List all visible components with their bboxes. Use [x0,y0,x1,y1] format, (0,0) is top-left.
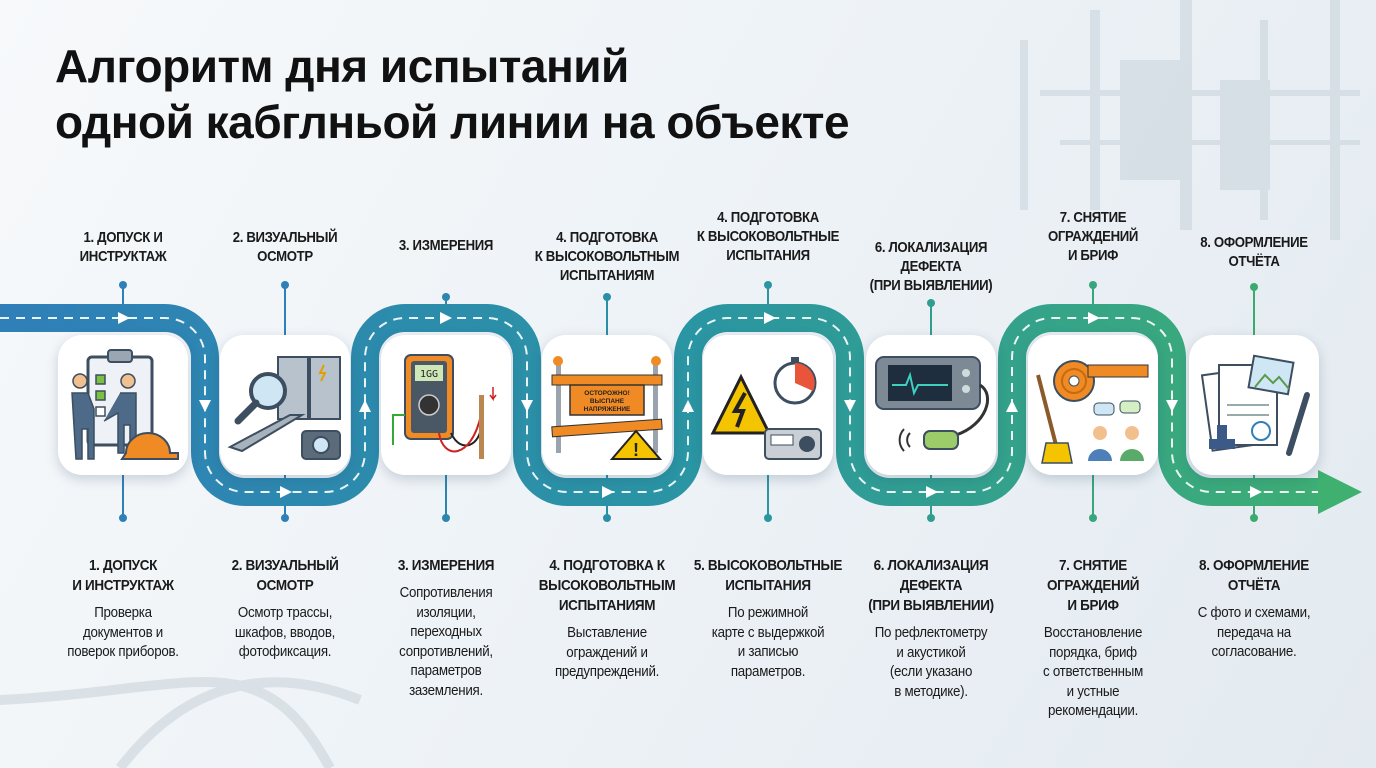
step-top-label: 7. СНЯТИЕ ОГРАЖДЕНИЙ И БРИФ [1047,209,1139,264]
step-description: Осмотр трассы, шкафов, вводов, фотофикса… [234,605,336,660]
bottom-connector-dot [442,514,450,522]
multimeter-display: 1GG [420,369,438,380]
direction-arrow-icon [280,486,292,498]
step-top-label: 4. ПОДГОТОВКА К ВЫСОКОВОЛЬТНЫЕ ИСПЫТАНИЯ [696,209,840,264]
direction-arrow-icon [926,486,938,498]
top-connector-dot [1250,283,1258,291]
step-description-block: 6. ЛОКАЛИЗАЦИЯ ДЕФЕКТА (ПРИ ВЫЯВЛЕНИИ) По… [846,556,1016,702]
step-description-block: 7. СНЯТИЕ ОГРАЖДЕНИЙ И БРИФ Восстановлени… [1008,556,1178,722]
step-bottom-title: 2. ВИЗУАЛЬНЫЙ ОСМОТР [231,557,339,594]
step-top-label: 8. ОФОРМЛЕНИЕ ОТЧЁТА [1200,234,1308,270]
top-connector-dot [281,281,289,289]
direction-arrow-icon [1166,400,1178,412]
top-connector-dot [442,293,450,301]
multimeter-icon: 1GG [392,354,497,459]
step-description: Сопротивления изоляции, переходных сопро… [399,585,493,699]
reflectometer-icon [875,356,990,452]
step-description-block: 4. ПОДГОТОВКА К ВЫСОКОВОЛЬТНЫМ ИСПЫТАНИЯ… [522,556,692,683]
step-description: Проверка документов и поверок приборов. [67,605,179,660]
clipboard-handshake-helmet-icon [71,349,179,460]
direction-arrow-icon [1250,486,1262,498]
step-top-label: 3. ИЗМЕРЕНИЯ [398,237,494,254]
barrier-sign-text: НАПРЯЖЕНИЕ [584,406,631,413]
step-bottom-title: 6. ЛОКАЛИЗАЦИЯ ДЕФЕКТА (ПРИ ВЫЯВЛЕНИИ) [868,557,994,614]
direction-arrow-icon [521,400,533,412]
step-bottom-title: 5. ВЫСОКОВОЛЬТНЫЕ ИСПЫТАНИЯ [693,557,843,594]
step-description-block: 2. ВИЗУАЛЬНЫЙ ОСМОТР Осмотр трассы, шкафо… [200,556,370,663]
bottom-connector-dot [281,514,289,522]
step-description: По режимной карте с выдержкой и записью … [711,605,825,680]
direction-arrow-icon [1006,400,1018,412]
direction-arrow-icon [764,312,776,324]
step-description: Восстановление порядка, бриф с ответстве… [1043,625,1143,719]
direction-arrow-icon [844,400,856,412]
step-top-label: 6. ЛОКАЛИЗАЦИЯ ДЕФЕКТА (ПРИ ВЫЯВЛЕНИИ) [869,239,993,294]
step-top-label: 2. ВИЗУАЛЬНЫЙ ОСМОТР [232,229,338,265]
step-6-card [866,335,996,475]
step-bottom-title: 7. СНЯТИЕ ОГРАЖДЕНИЙ И БРИФ [1046,557,1140,614]
step-3-card: 1GG [381,335,511,475]
step-description: По рефлектометру и акустикой (если указа… [874,625,988,700]
direction-arrow-icon [682,400,694,412]
step-1-card [58,335,188,475]
direction-arrow-icon [359,400,371,412]
road-end-arrow-icon [1318,470,1362,514]
step-bottom-title: 8. ОФОРМЛЕНИЕ ОТЧЁТА [1199,557,1309,594]
step-bottom-title: 4. ПОДГОТОВКА К ВЫСОКОВОЛЬТНЫМ ИСПЫТАНИЯ… [538,557,676,614]
magnifier-cabinet-camera-icon [227,356,341,460]
top-connector-dot [603,293,611,301]
barrier-sign-text: ОСТОРОЖНО! [584,390,629,397]
tape-broom-people-icon [1036,360,1149,464]
top-connector-dot [764,281,772,289]
documents-stamp-pen-icon [1200,354,1310,456]
direction-arrows [118,312,1262,498]
direction-arrow-icon [602,486,614,498]
step-7-card [1028,335,1158,475]
step-top-label: 1. ДОПУСК И ИНСТРУКТАЖ [79,229,167,265]
step-description-block: 3. ИЗМЕРЕНИЯ Сопротивления изоляции, пере… [361,556,531,701]
bottom-connector-dot [603,514,611,522]
direction-arrow-icon [440,312,452,324]
direction-arrow-icon [118,312,130,324]
high-voltage-stopwatch-icon [710,357,822,460]
bottom-connector-dot [119,514,127,522]
step-8-card [1189,335,1319,475]
bottom-connector-dot [927,514,935,522]
step-5-card [703,335,833,475]
direction-arrow-icon [1088,312,1100,324]
top-connector-dot [1089,281,1097,289]
title-line-1: Алгоритм дня испытаний [55,40,629,92]
step-description-block: 5. ВЫСОКОВОЛЬТНЫЕ ИСПЫТАНИЯ По режимной к… [683,556,853,682]
step-4-card: ОСТОРОЖНО! ВЫСПАНЕ НАПРЯЖЕНИЕ ! [542,335,672,475]
step-description-block: 1. ДОПУСК И ИНСТРУКТАЖ Проверка документо… [38,556,208,663]
step-top-label: 4. ПОДГОТОВКА К ВЫСОКОВОЛЬТНЫМ ИСПЫТАНИЯ… [534,229,680,284]
step-bottom-title: 3. ИЗМЕРЕНИЯ [397,557,495,574]
direction-arrow-icon [199,400,211,412]
step-2-card [220,335,350,475]
top-connector-dot [119,281,127,289]
bottom-connector-dot [1089,514,1097,522]
top-connector-dot [927,299,935,307]
step-description-block: 8. ОФОРМЛЕНИЕ ОТЧЁТА С фото и схемами, пе… [1169,556,1339,663]
svg-text:!: ! [633,440,639,460]
step-description: С фото и схемами, передача на согласован… [1197,605,1311,660]
barrier-sign-text: ВЫСПАНЕ [590,398,625,405]
step-bottom-title: 1. ДОПУСК И ИНСТРУКТАЖ [72,557,174,594]
step-description: Выставление ограждений и предупреждений. [554,625,660,680]
bottom-connector-dot [1250,514,1258,522]
title-line-2: одной кабглньой линии на объекте [55,96,850,148]
barrier-warning-icon: ОСТОРОЖНО! ВЫСПАНЕ НАПРЯЖЕНИЕ ! [551,356,663,460]
bottom-connector-dot [764,514,772,522]
